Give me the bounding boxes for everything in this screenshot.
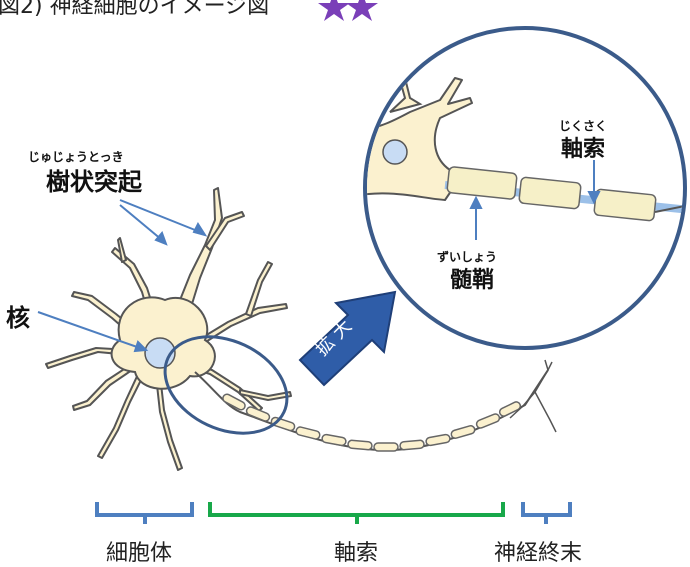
page-title: 図2) 神経細胞のイメージ図 — [0, 0, 270, 19]
bracket-terminal — [521, 502, 572, 524]
star-icon — [318, 0, 350, 21]
zoom-arrow — [298, 290, 397, 387]
myelin-reading: ずいしょう — [437, 250, 498, 264]
axon-zoom-label: 軸索 — [561, 137, 606, 162]
dendrite-pointers — [37, 199, 208, 353]
rating-stars — [318, 0, 378, 21]
dendrite-reading: じゅじょうとっき — [28, 150, 124, 164]
bottom-label-cell-body: 細胞体 — [106, 541, 173, 566]
magnified-pointers — [469, 160, 601, 240]
bottom-label-terminal: 神経終末 — [494, 541, 583, 566]
bottom-label-axon: 軸索 — [334, 541, 379, 566]
myelin-label: 髄鞘 — [450, 268, 495, 293]
magnified-content — [367, 76, 683, 222]
bracket-cell-body — [95, 502, 194, 524]
zoom-region-ellipse — [163, 335, 289, 435]
dendrite-label: 樹状突起 — [46, 168, 142, 196]
star-icon — [346, 0, 378, 21]
axon-reading: じくさく — [559, 119, 608, 133]
nucleus-label: 核 — [6, 304, 30, 332]
myelin-segments — [222, 393, 522, 452]
bracket-axon — [208, 502, 505, 524]
nerve-terminal — [509, 359, 557, 433]
